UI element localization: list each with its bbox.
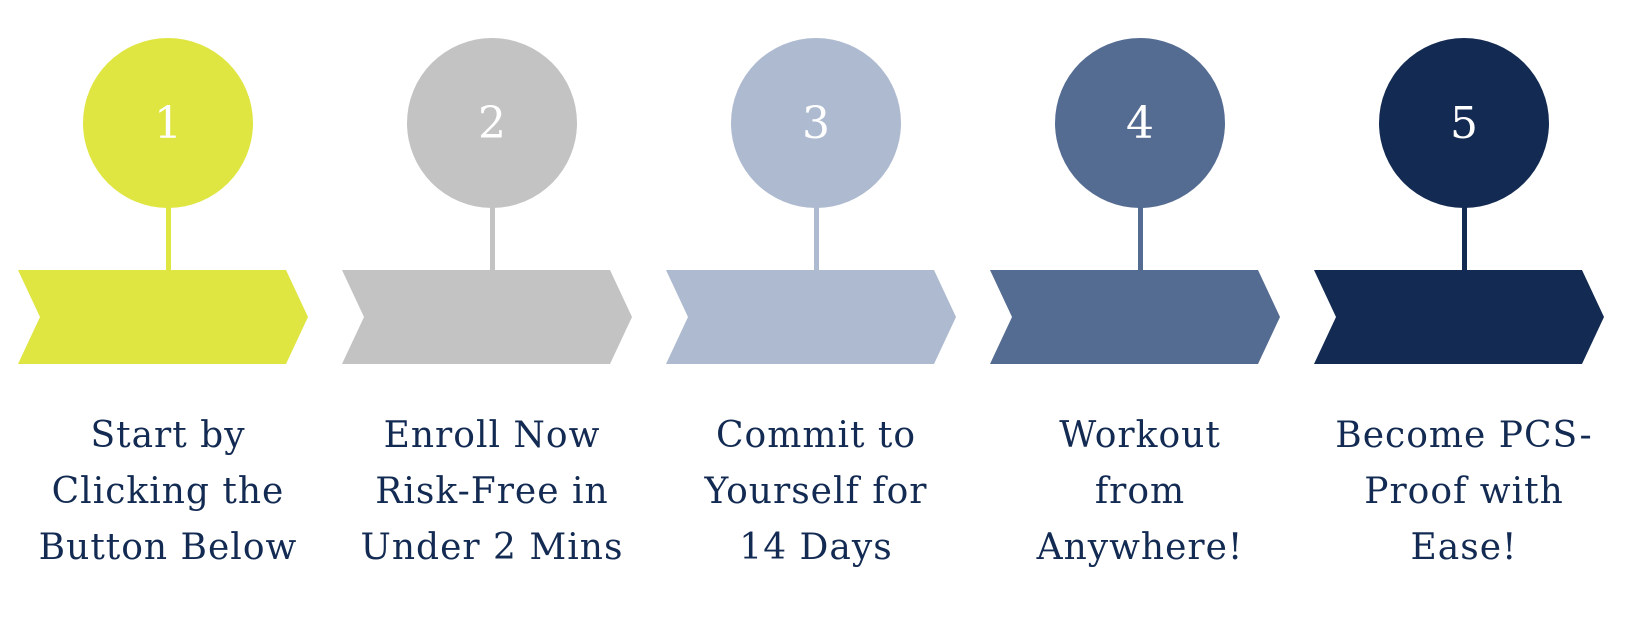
- step-2: 2 Enroll Now Risk-Free in Under 2 Mins: [342, 0, 642, 640]
- step-3: 3 Commit to Yourself for 14 Days: [666, 0, 966, 640]
- step-5-number: 5: [1450, 97, 1478, 149]
- step-3-label: Commit to Yourself for 14 Days: [704, 415, 928, 568]
- step-2-number-circle: 2: [407, 38, 577, 208]
- step-1: 1 Start by Clicking the Button Below: [18, 0, 318, 640]
- step-3-chevron-arrow: [666, 270, 966, 364]
- step-5: 5 Become PCS- Proof with Ease!: [1314, 0, 1614, 640]
- step-5-connector: [1462, 206, 1467, 272]
- step-1-number-circle: 1: [83, 38, 253, 208]
- step-2-label: Enroll Now Risk-Free in Under 2 Mins: [360, 415, 624, 568]
- step-1-number: 1: [154, 97, 182, 149]
- step-4-connector: [1138, 206, 1143, 272]
- step-3-number: 3: [802, 97, 830, 149]
- step-5-number-circle: 5: [1379, 38, 1549, 208]
- step-4: 4 Workout from Anywhere!: [990, 0, 1290, 640]
- step-4-number-circle: 4: [1055, 38, 1225, 208]
- step-4-label: Workout from Anywhere!: [1036, 415, 1244, 568]
- step-5-chevron-arrow: [1314, 270, 1614, 364]
- step-1-chevron-arrow: [18, 270, 318, 364]
- step-2-connector: [490, 206, 495, 272]
- step-2-number: 2: [478, 97, 506, 149]
- step-3-connector: [814, 206, 819, 272]
- step-2-chevron-arrow: [342, 270, 642, 364]
- step-5-label: Become PCS- Proof with Ease!: [1335, 415, 1593, 568]
- step-4-number: 4: [1126, 97, 1154, 149]
- step-1-connector: [166, 206, 171, 272]
- step-3-number-circle: 3: [731, 38, 901, 208]
- step-1-label: Start by Clicking the Button Below: [38, 415, 298, 568]
- step-4-chevron-arrow: [990, 270, 1290, 364]
